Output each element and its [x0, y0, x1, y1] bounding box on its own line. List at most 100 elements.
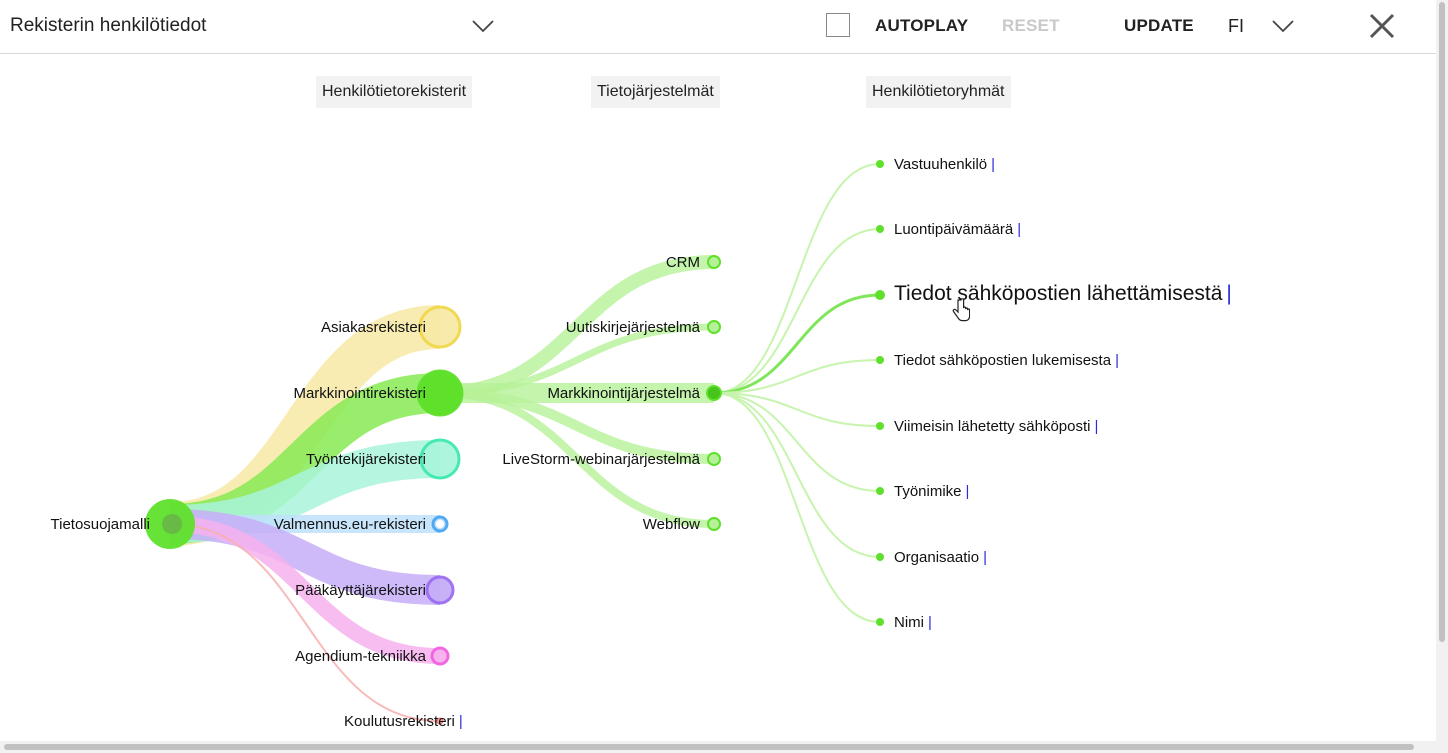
system-label-2[interactable]: Markkinointijärjestelmä: [547, 385, 700, 402]
system-label-4-text: Webflow: [643, 516, 700, 533]
group-link: [713, 228, 881, 394]
group-node[interactable]: [875, 290, 885, 300]
language-chevron-down-icon[interactable]: [1271, 18, 1295, 34]
group-label-6[interactable]: Organisaatio|: [894, 549, 987, 566]
group-label-3[interactable]: Tiedot sähköpostien lukemisesta|: [894, 352, 1119, 369]
group-label-1-marker: |: [1017, 221, 1021, 238]
group-link: [713, 359, 881, 394]
group-node[interactable]: [876, 553, 884, 561]
group-label-4-marker: |: [1095, 418, 1099, 435]
group-label-5-marker: |: [966, 483, 970, 500]
group-link: [713, 392, 881, 558]
hand-pointer-icon: [952, 298, 970, 322]
register-label-4-text: Pääkäyttäjärekisteri: [295, 582, 426, 599]
register-label-6-text: Koulutusrekisteri: [344, 713, 455, 730]
register-label-2-text: Työntekijärekisteri: [306, 451, 426, 468]
autoplay-button[interactable]: AUTOPLAY: [875, 16, 969, 35]
register-node[interactable]: [419, 438, 461, 480]
column-header-data-groups: Henkilötietoryhmät: [866, 76, 1011, 108]
horizontal-scrollbar[interactable]: [0, 741, 1436, 753]
system-label-2-text: Markkinointijärjestelmä: [547, 385, 700, 402]
group-node[interactable]: [876, 422, 884, 430]
group-label-1[interactable]: Luontipäivämäärä|: [894, 221, 1021, 238]
group-node[interactable]: [876, 356, 884, 364]
register-label-6[interactable]: Koulutusrekisteri|: [344, 713, 463, 730]
diagram-links: [168, 163, 881, 722]
register-label-4[interactable]: Pääkäyttäjärekisteri: [295, 582, 426, 599]
register-label-0-text: Asiakasrekisteri: [321, 319, 426, 336]
system-node[interactable]: [707, 255, 721, 269]
group-label-4-text: Viimeisin lähetetty sähköposti: [894, 418, 1091, 435]
close-icon[interactable]: [1368, 12, 1396, 40]
horizontal-scrollbar-thumb[interactable]: [4, 744, 1414, 750]
system-node[interactable]: [707, 320, 721, 334]
group-label-0-text: Vastuuhenkilö: [894, 156, 987, 173]
system-label-3[interactable]: LiveStorm-webinarjärjestelmä: [502, 451, 700, 468]
group-label-4[interactable]: Viimeisin lähetetty sähköposti|: [894, 418, 1098, 435]
system-node[interactable]: [706, 385, 722, 401]
vertical-scrollbar-thumb[interactable]: [1439, 2, 1445, 642]
system-label-0-text: CRM: [666, 254, 700, 271]
group-label-6-marker: |: [983, 549, 987, 566]
group-node[interactable]: [876, 160, 884, 168]
group-label-5-text: Työnimike: [894, 483, 962, 500]
update-button[interactable]: UPDATE: [1124, 16, 1194, 35]
group-label-6-text: Organisaatio: [894, 549, 979, 566]
group-label-3-marker: |: [1115, 352, 1119, 369]
group-label-0-marker: |: [991, 156, 995, 173]
register-node[interactable]: [436, 717, 444, 725]
language-select[interactable]: FI: [1228, 16, 1244, 36]
register-label-5[interactable]: Agendium-tekniikka: [295, 648, 427, 665]
root-node[interactable]: [145, 499, 195, 549]
top-bar: Rekisterin henkilötiedot AUTOPLAY RESET …: [0, 0, 1436, 54]
system-label-3-text: LiveStorm-webinarjärjestelmä: [502, 451, 700, 468]
register-node[interactable]: [430, 646, 450, 666]
group-link: [713, 163, 881, 394]
group-label-2-marker: |: [1226, 282, 1231, 305]
system-node[interactable]: [707, 452, 721, 466]
chevron-down-icon[interactable]: [471, 18, 495, 34]
register-node-hole: [436, 520, 444, 528]
group-label-7-text: Nimi: [894, 614, 924, 631]
register-diagram: Tietosuojamalli AsiakasrekisteriMarkkinoi…: [51, 156, 1232, 730]
register-label-0[interactable]: Asiakasrekisteri: [321, 319, 426, 336]
vertical-scrollbar[interactable]: [1436, 0, 1448, 753]
register-label-1[interactable]: Markkinointirekisteri: [293, 385, 426, 402]
group-node[interactable]: [876, 618, 884, 626]
register-select-title[interactable]: Rekisterin henkilötiedot: [10, 15, 207, 36]
autoplay-checkbox[interactable]: [826, 13, 850, 37]
group-link: [713, 293, 881, 395]
group-label-3-text: Tiedot sähköpostien lukemisesta: [894, 352, 1112, 369]
group-link: [713, 392, 881, 623]
register-band: [169, 516, 441, 664]
register-band: [169, 523, 441, 722]
group-link: [713, 392, 881, 427]
register-node-fill: [418, 371, 462, 415]
group-label-5[interactable]: Työnimike|: [894, 483, 969, 500]
group-link: [713, 392, 881, 492]
system-label-4[interactable]: Webflow: [643, 516, 700, 533]
system-label-0[interactable]: CRM: [666, 254, 700, 271]
system-link: [439, 389, 715, 528]
group-label-0[interactable]: Vastuuhenkilö|: [894, 156, 995, 173]
reset-button[interactable]: RESET: [1002, 16, 1060, 35]
system-node[interactable]: [707, 517, 721, 531]
group-node[interactable]: [876, 487, 884, 495]
register-node[interactable]: [418, 305, 462, 349]
system-label-1[interactable]: Uutiskirjejärjestelmä: [566, 319, 701, 336]
register-label-3[interactable]: Valmennus.eu-rekisteri: [274, 516, 426, 533]
register-label-5-text: Agendium-tekniikka: [295, 648, 427, 665]
root-label-text: Tietosuojamalli: [51, 516, 151, 533]
diagram-nodes: [145, 160, 885, 725]
group-label-1-text: Luontipäivämäärä: [894, 221, 1014, 238]
group-label-7[interactable]: Nimi|: [894, 614, 932, 631]
register-label-3-text: Valmennus.eu-rekisteri: [274, 516, 426, 533]
system-label-1-text: Uutiskirjejärjestelmä: [566, 319, 701, 336]
register-label-2[interactable]: Työntekijärekisteri: [306, 451, 426, 468]
register-node[interactable]: [425, 575, 455, 605]
group-label-7-marker: |: [928, 614, 932, 631]
root-label[interactable]: Tietosuojamalli: [51, 516, 151, 533]
group-label-2[interactable]: Tiedot sähköpostien lähettämisestä|: [894, 282, 1232, 305]
register-label-6-marker: |: [459, 713, 463, 730]
group-node[interactable]: [876, 225, 884, 233]
